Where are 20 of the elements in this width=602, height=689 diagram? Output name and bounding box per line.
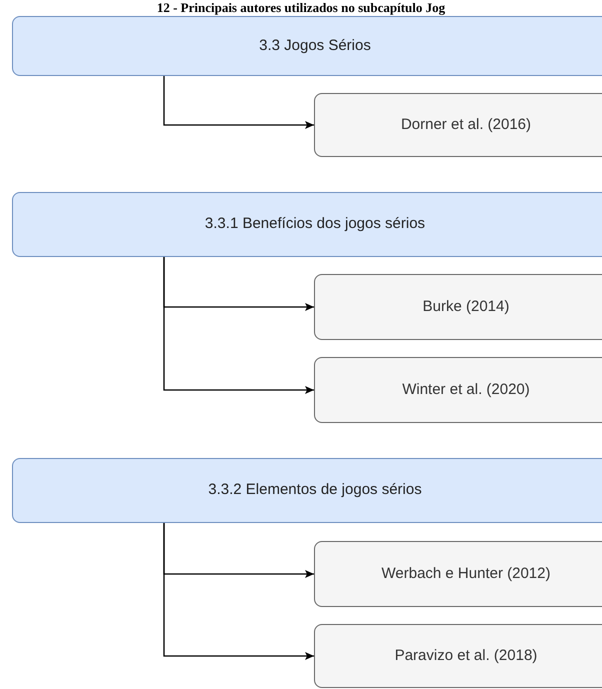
reference-text: Dorner et al. (2016): [400, 114, 532, 135]
section-box: [12, 458, 602, 523]
section-title: 3.3.2 Elementos de jogos sérios: [208, 480, 422, 500]
reference-box: [314, 274, 602, 340]
connector-arrow: [163, 523, 314, 660]
connector-arrow: [163, 257, 314, 394]
section-title: 3.3 Jogos Sérios: [259, 36, 371, 56]
section-box: [12, 16, 602, 76]
reference-box: [314, 357, 602, 423]
section-box: [12, 192, 602, 257]
connector-arrow: [163, 76, 314, 129]
reference-text: Werbach e Hunter (2012): [382, 564, 550, 584]
reference-text: Paravizo et al. (2018): [394, 646, 538, 666]
reference-text: Winter et al. (2020): [402, 380, 530, 400]
section-title: 3.3.1 Benefícios dos jogos sérios: [204, 214, 426, 234]
reference-text: Burke (2014): [422, 296, 510, 317]
reference-box: [314, 541, 602, 607]
reference-box: [314, 624, 602, 688]
reference-box: [314, 93, 602, 157]
figure-title: 12 - Principais autores utilizados no subcapítulo Jog: [156, 0, 446, 15]
